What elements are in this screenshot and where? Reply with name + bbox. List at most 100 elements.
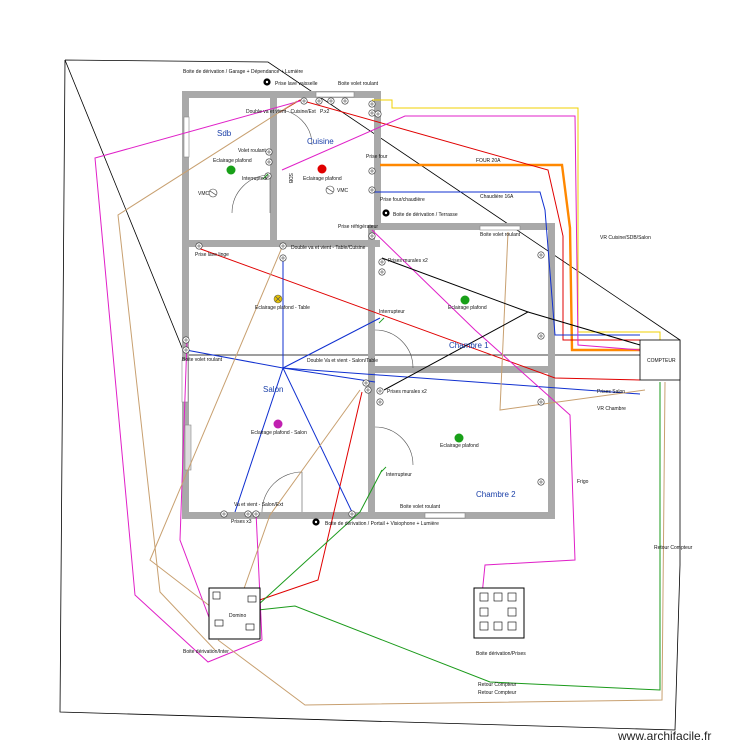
- label-prise-four: Prise four: [366, 154, 388, 160]
- label-boite-volet-top: Boite volet roulant: [338, 81, 379, 87]
- wall-socket-icon: [182, 336, 190, 344]
- wall-socket-icon: [279, 242, 287, 250]
- label-boite-volet-ch1: Boite volet roulant: [480, 232, 521, 238]
- wall-socket-icon: [368, 232, 376, 240]
- label-boite-derivation-inter: Boite dérivation/Inter: [183, 649, 229, 655]
- wire-yellow: [372, 99, 661, 345]
- wall-socket-icon: [537, 398, 545, 406]
- label-double-va-vient-table: Double va et vient - Table/Cuisine: [291, 245, 366, 251]
- wire-blue-hub: [234, 255, 381, 513]
- label-prise-lave-linge: Prise lave linge: [195, 252, 229, 258]
- vmc-cuisine-icon: [325, 185, 335, 195]
- label-sdb-tag: SDB: [287, 173, 293, 184]
- wire-magenta-frigo: [371, 229, 576, 596]
- junction-portail-icon: [312, 518, 320, 526]
- label-frigo: Frigo: [577, 479, 589, 485]
- wall-socket-icon: [364, 386, 372, 394]
- windows: [181, 91, 521, 519]
- wall-socket-icon: [537, 251, 545, 259]
- prises-derivation-box: [473, 587, 525, 639]
- wall-socket-icon: [182, 346, 190, 354]
- sockets: [182, 97, 545, 518]
- wall-socket-icon: [279, 254, 287, 262]
- wire-tan-bottom: [499, 231, 646, 411]
- wire-tan-left: [117, 100, 298, 651]
- wall-socket-icon: [362, 379, 370, 387]
- label-eclairage-cuisine: Eclairage plafond: [303, 176, 342, 182]
- wall-socket-icon: [376, 387, 384, 395]
- wall-socket-icon: [378, 268, 386, 276]
- wire-four-20a: [380, 163, 640, 352]
- room-cuisine: Cuisine: [307, 137, 334, 146]
- wall-socket-icon: [195, 242, 203, 250]
- label-four-20a: FOUR 20A: [476, 158, 501, 164]
- label-interrupteur-ch2: Interrupteur: [386, 472, 412, 478]
- junction-garage-icon: [263, 78, 271, 86]
- label-eclairage-table: Eclairage plafond - Table: [255, 305, 310, 311]
- wall-socket-icon: [341, 97, 349, 105]
- label-prises-salon: Prises Salon: [597, 389, 625, 395]
- wall-socket-icon: [368, 167, 376, 175]
- label-interrupteur-ch1: Interrupteur: [379, 309, 405, 315]
- label-prises-murales-ch2: Prises murales x2: [387, 389, 427, 395]
- label-vr-chambre: VR Chambre: [597, 406, 626, 412]
- wall-socket-icon: [374, 110, 382, 118]
- wall-socket-icon: [348, 510, 356, 518]
- wire-tan-table: [149, 244, 284, 611]
- label-vmc-cuisine: VMC: [337, 188, 349, 194]
- label-retour-compteur-1: Retour Compteur: [654, 545, 693, 551]
- wall-socket-icon: [264, 172, 272, 180]
- light-ch2-icon: [454, 433, 464, 443]
- wire-magenta-vr: [281, 115, 641, 351]
- room-chambre2: Chambre 2: [476, 490, 516, 499]
- vmc-sdb-icon: [208, 188, 218, 198]
- domino-label: Domino: [229, 613, 246, 619]
- label-vr-cuisine: VR Cuisine/SDB/Salon: [600, 235, 651, 241]
- label-retour-compteur-2: Retour Compteur: [478, 682, 517, 688]
- light-sdb-icon: [226, 165, 236, 175]
- wire-red-salon: [197, 247, 641, 381]
- watermark: www.archifacile.fr: [617, 729, 711, 743]
- label-prises-x3: Prises x3: [231, 519, 252, 525]
- label-eclairage-ch2: Eclairage plafond: [440, 443, 479, 449]
- label-double-va-vient-salon: Double Va et vient - Salon/Table: [307, 358, 378, 364]
- light-salon-icon: [273, 419, 283, 429]
- wall-socket-icon: [537, 332, 545, 340]
- label-boite-garage: Boite de dérivation / Garage + Dépendanc…: [183, 69, 303, 75]
- wall-socket-icon: [315, 97, 323, 105]
- room-salon: Salon: [263, 385, 283, 394]
- lights: [208, 78, 470, 526]
- wire-red-top: [279, 99, 640, 341]
- room-chambre1: Chambre 1: [449, 341, 489, 350]
- wire-blue-chaudiere: [372, 191, 640, 336]
- label-vmc-sdb: VMC: [198, 191, 210, 197]
- wall-socket-icon: [300, 97, 308, 105]
- wire-tan-ch2: [239, 389, 361, 601]
- switch-icon: [378, 317, 385, 324]
- switch-icon: [380, 466, 387, 473]
- label-prises-murales-ch1: Prises murales x2: [388, 258, 428, 264]
- room-sdb: Sdb: [217, 129, 232, 138]
- label-double-va-vient-cuisine: Double va et vient - Cuisine/Ext: [246, 109, 316, 115]
- switch-icon: [262, 173, 269, 180]
- wire-black-compteur: [527, 311, 641, 346]
- wire-magenta-prises: [255, 511, 263, 641]
- light-table-icon: [273, 294, 283, 304]
- wire-red-domino: [244, 391, 363, 606]
- wall-socket-icon: [368, 109, 376, 117]
- wire-tan-compteur: [217, 381, 666, 706]
- label-prise-lave-vaisselle: Prise lave vaisselle: [275, 81, 318, 87]
- wire-magenta-salon: [179, 339, 211, 621]
- wall-socket-icon: [327, 97, 335, 105]
- compteur-label: COMPTEUR: [647, 358, 676, 364]
- light-ch1-icon: [460, 295, 470, 305]
- wall-socket-icon: [265, 158, 273, 166]
- wall-socket-icon: [378, 258, 386, 266]
- wire-green-ch2: [257, 469, 383, 606]
- compteur-box: COMPTEUR: [639, 339, 681, 381]
- label-retour-compteur-3: Retour Compteur: [478, 690, 517, 696]
- label-eclairage-ch1: Eclairage plafond: [448, 305, 487, 311]
- label-boite-terrasse: Boite de dérivation / Terrasse: [393, 212, 458, 218]
- wall-socket-icon: [265, 148, 273, 156]
